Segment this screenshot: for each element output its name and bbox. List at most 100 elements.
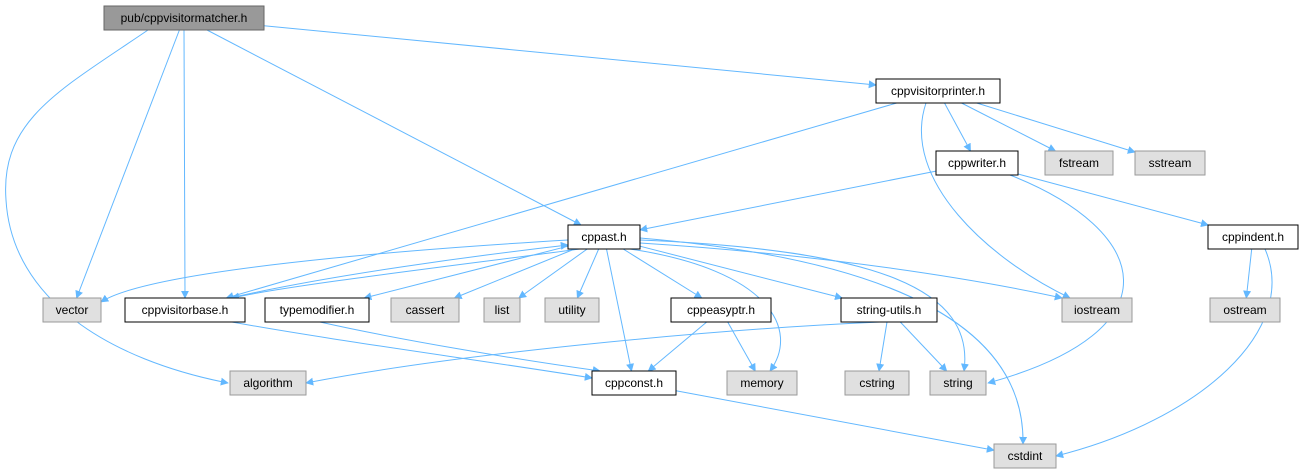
node-label: fstream xyxy=(1059,156,1099,170)
node-label: typemodifier.h xyxy=(280,303,355,317)
node-label: iostream xyxy=(1074,303,1120,317)
node-iostream: iostream xyxy=(1061,297,1133,323)
node-box xyxy=(844,370,910,396)
node-label: ostream xyxy=(1223,303,1266,317)
node-indent[interactable]: cppindent.h xyxy=(1207,224,1299,250)
edge-cppast-to-strutils xyxy=(639,245,843,301)
edge-root-to-algorithm xyxy=(5,29,229,386)
edge-cppast-to-iostream xyxy=(639,242,1063,301)
node-label: sstream xyxy=(1149,156,1192,170)
edges-layer xyxy=(5,25,1273,459)
node-label: cppeasyptr.h xyxy=(687,303,755,317)
edge-indent-to-cstdint xyxy=(1055,248,1273,459)
node-box xyxy=(993,443,1057,469)
node-box xyxy=(1207,224,1299,250)
edge-writer-to-string xyxy=(987,174,1124,385)
edge-cppast-to-cppconst xyxy=(606,248,634,372)
node-box xyxy=(229,370,307,396)
node-box xyxy=(567,224,641,250)
node-writer[interactable]: cppwriter.h xyxy=(935,150,1019,176)
node-label: memory xyxy=(740,376,783,390)
node-box xyxy=(670,297,772,323)
node-root[interactable]: pub/cppvisitormatcher.h xyxy=(103,5,265,31)
node-fstream: fstream xyxy=(1044,150,1114,176)
node-label: utility xyxy=(558,303,585,317)
node-label: cppwriter.h xyxy=(948,156,1006,170)
node-label: cassert xyxy=(406,303,445,317)
node-list: list xyxy=(483,297,521,323)
edge-printer-to-iostream xyxy=(920,102,1071,299)
edge-easyptr-to-memory xyxy=(727,321,756,372)
edge-cppast-to-typemod xyxy=(363,245,569,301)
node-cstring: cstring xyxy=(844,370,910,396)
edge-visitorbase-to-cppconst xyxy=(231,321,593,381)
edge-printer-to-visitorbase xyxy=(225,102,897,300)
edge-writer-to-cppast xyxy=(639,170,937,233)
node-box xyxy=(42,297,102,323)
edge-cppast-to-vector xyxy=(100,239,569,303)
node-box xyxy=(103,5,265,31)
edge-root-to-printer xyxy=(263,25,877,89)
node-cppconst[interactable]: cppconst.h xyxy=(591,370,677,396)
edge-indent-to-ostream xyxy=(1243,248,1253,299)
node-ostream: ostream xyxy=(1209,297,1281,323)
node-box xyxy=(840,297,938,323)
node-label: list xyxy=(495,303,510,317)
node-typemod[interactable]: typemodifier.h xyxy=(264,297,370,323)
edge-root-to-visitorbase xyxy=(180,29,189,299)
edge-cppast-to-cassert xyxy=(453,248,575,299)
node-cassert: cassert xyxy=(390,297,460,323)
edge-cppast-to-cstdint xyxy=(639,237,1028,445)
edge-writer-to-indent xyxy=(1017,173,1209,227)
node-box xyxy=(1134,150,1206,176)
edge-root-to-cppast xyxy=(206,29,582,226)
node-box xyxy=(935,150,1019,176)
edge-printer-to-writer xyxy=(944,102,971,152)
node-string: string xyxy=(929,370,987,396)
node-label: cppconst.h xyxy=(605,376,663,390)
edge-visitorbase-to-cppast xyxy=(229,241,569,299)
node-printer[interactable]: cppvisitorprinter.h xyxy=(875,78,1001,104)
node-cppast[interactable]: cppast.h xyxy=(567,224,641,250)
node-box xyxy=(875,78,1001,104)
node-sstream: sstream xyxy=(1134,150,1206,176)
node-label: string-utils.h xyxy=(857,303,922,317)
node-cstdint: cstdint xyxy=(993,443,1057,469)
node-box xyxy=(1061,297,1133,323)
edge-cppast-to-easyptr xyxy=(622,248,703,299)
node-label: algorithm xyxy=(243,376,292,390)
node-label: vector xyxy=(56,303,89,317)
edge-cppast-to-utility xyxy=(576,248,600,299)
node-box xyxy=(726,370,798,396)
node-label: cstring xyxy=(859,376,894,390)
edge-cppast-to-list xyxy=(518,248,588,299)
node-box xyxy=(483,297,521,323)
node-label: cstdint xyxy=(1008,449,1043,463)
node-label: cppindent.h xyxy=(1222,230,1284,244)
node-strutils[interactable]: string-utils.h xyxy=(840,297,938,323)
edge-root-to-vector xyxy=(75,29,180,299)
edge-printer-to-fstream xyxy=(961,102,1057,152)
edge-printer-to-sstream xyxy=(976,102,1136,154)
node-box xyxy=(390,297,460,323)
nodes-layer: pub/cppvisitormatcher.h cppvisitorprinter… xyxy=(42,5,1299,469)
node-memory: memory xyxy=(726,370,798,396)
node-label: cppast.h xyxy=(581,230,626,244)
node-box xyxy=(1209,297,1281,323)
node-easyptr[interactable]: cppeasyptr.h xyxy=(670,297,772,323)
node-box xyxy=(929,370,987,396)
edge-cppast-to-string xyxy=(639,239,969,372)
edge-cppconst-to-cstdint xyxy=(675,390,995,453)
node-box xyxy=(591,370,677,396)
edge-strutils-to-string xyxy=(899,321,948,372)
node-vector: vector xyxy=(42,297,102,323)
node-visitorbase[interactable]: cppvisitorbase.h xyxy=(124,297,246,323)
edge-strutils-to-cstring xyxy=(876,321,888,372)
node-box xyxy=(124,297,246,323)
node-box xyxy=(264,297,370,323)
edge-typemod-to-cppconst xyxy=(319,321,601,374)
node-algorithm: algorithm xyxy=(229,370,307,396)
edge-easyptr-to-cppconst xyxy=(647,321,708,372)
node-box xyxy=(544,297,600,323)
